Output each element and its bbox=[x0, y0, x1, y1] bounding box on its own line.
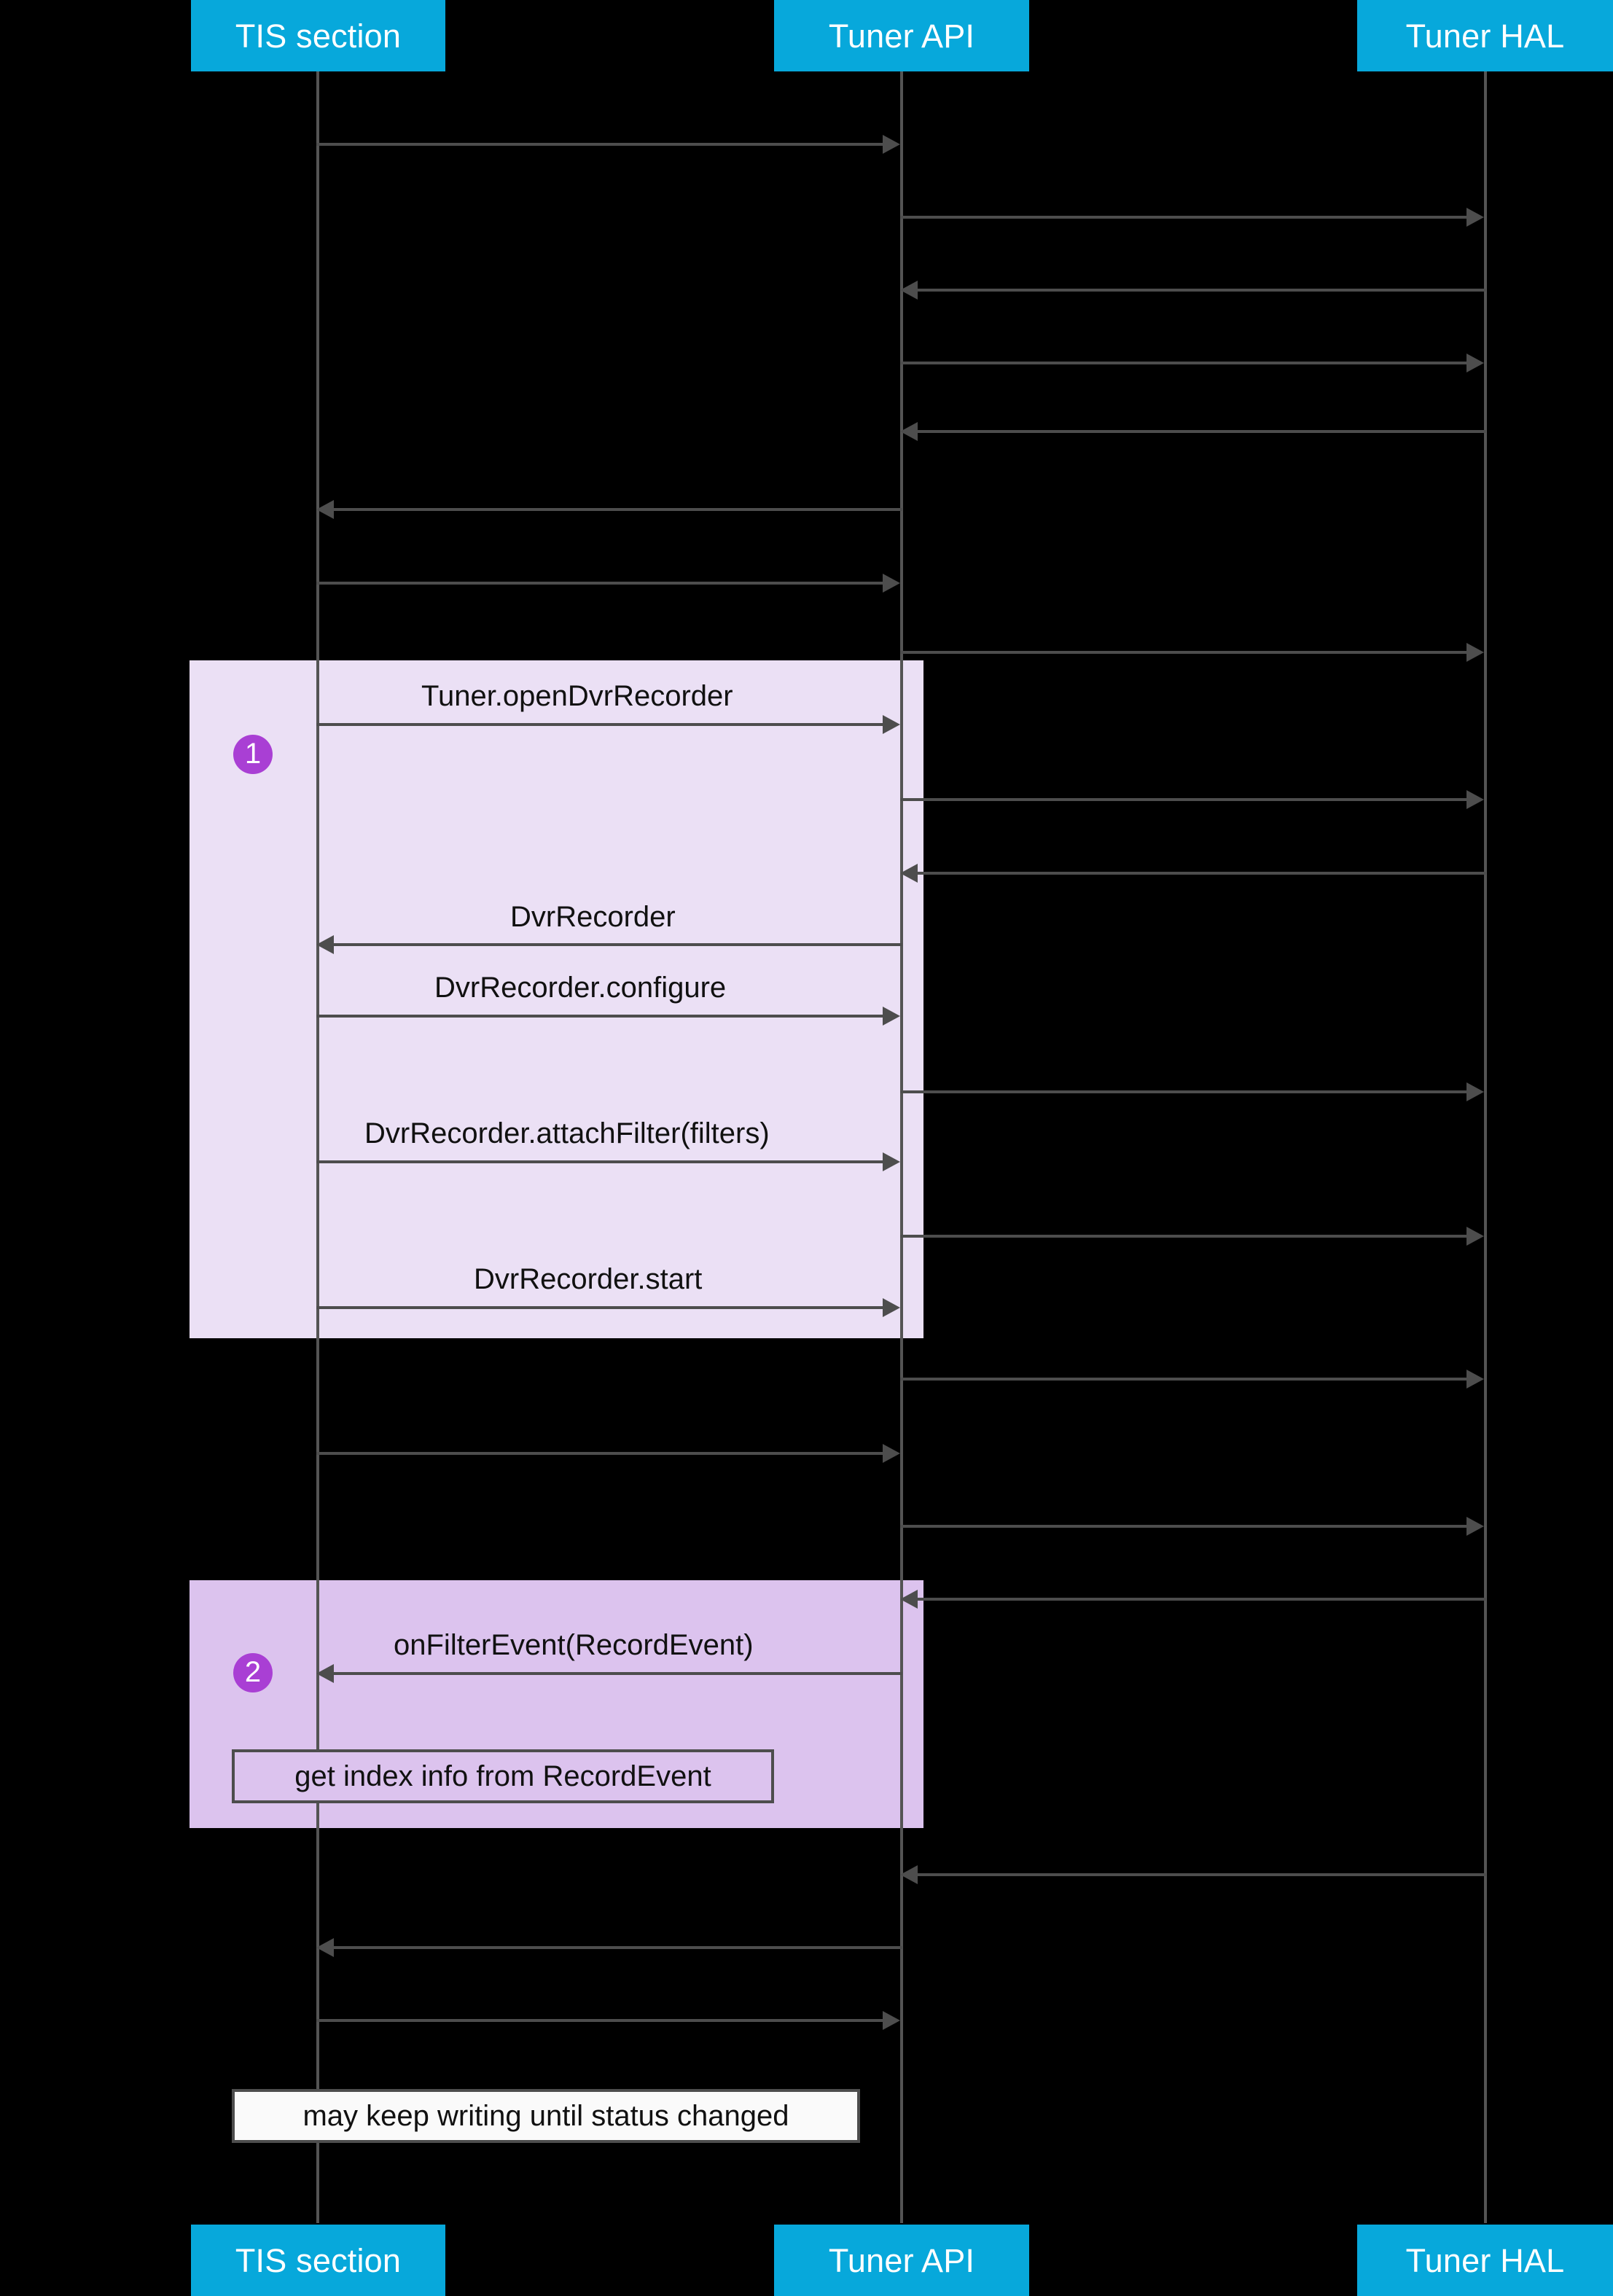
message-arrow-8 bbox=[1466, 643, 1484, 662]
message-line-7 bbox=[316, 582, 885, 585]
message-line-11 bbox=[918, 872, 1486, 875]
message-line-4 bbox=[900, 362, 1469, 364]
message-arrow-15 bbox=[883, 1152, 900, 1171]
message-arrow-22 bbox=[316, 1664, 334, 1683]
participant-header-hal-label: Tuner HAL bbox=[1405, 17, 1565, 55]
lifeline-tis-overlay-2 bbox=[316, 1580, 319, 1828]
message-arrow-9 bbox=[883, 715, 900, 734]
message-line-9 bbox=[316, 723, 885, 726]
participant-footer-tis-label: TIS section bbox=[235, 2241, 402, 2279]
participant-header-api[interactable]: Tuner API bbox=[774, 0, 1029, 71]
message-label-15: DvrRecorder.attachFilter(filters) bbox=[364, 1117, 770, 1149]
message-line-2 bbox=[900, 216, 1469, 219]
message-line-13 bbox=[316, 1015, 885, 1018]
message-line-15 bbox=[316, 1160, 885, 1163]
message-arrow-17 bbox=[883, 1298, 900, 1317]
lifeline-hal bbox=[1484, 71, 1487, 2223]
message-line-10 bbox=[900, 798, 1469, 801]
message-arrow-11 bbox=[900, 864, 918, 883]
participant-header-api-label: Tuner API bbox=[828, 17, 975, 55]
note-get-index-info-label: get index info from RecordEvent bbox=[294, 1760, 711, 1792]
participant-footer-api-label: Tuner API bbox=[828, 2241, 975, 2279]
fragment-badge-1: 1 bbox=[233, 735, 273, 774]
fragment-badge-2-label: 2 bbox=[244, 1656, 262, 1688]
message-arrow-24 bbox=[316, 1938, 334, 1957]
message-label-22: onFilterEvent(RecordEvent) bbox=[394, 1629, 754, 1661]
message-line-3 bbox=[918, 289, 1486, 292]
message-line-22 bbox=[334, 1672, 902, 1675]
message-arrow-12 bbox=[316, 935, 334, 954]
message-arrow-3 bbox=[900, 281, 918, 300]
message-arrow-5 bbox=[900, 422, 918, 441]
message-arrow-13 bbox=[883, 1007, 900, 1026]
message-line-24 bbox=[334, 1946, 902, 1949]
message-line-18 bbox=[900, 1378, 1469, 1381]
message-line-19 bbox=[316, 1452, 885, 1455]
note-keep-writing-label: may keep writing until status changed bbox=[302, 2100, 789, 2132]
lifeline-api-overlay-1 bbox=[900, 660, 903, 1338]
message-line-5 bbox=[918, 430, 1486, 433]
participant-header-hal[interactable]: Tuner HAL bbox=[1357, 0, 1613, 71]
fragment-badge-1-label: 1 bbox=[244, 738, 262, 770]
message-line-23 bbox=[918, 1873, 1486, 1876]
participant-footer-hal-label: Tuner HAL bbox=[1405, 2241, 1565, 2279]
participant-header-tis[interactable]: TIS section bbox=[191, 0, 445, 71]
message-arrow-2 bbox=[1466, 208, 1484, 227]
message-arrow-14 bbox=[1466, 1082, 1484, 1101]
message-arrow-23 bbox=[900, 1865, 918, 1884]
message-arrow-20 bbox=[1466, 1517, 1484, 1536]
note-keep-writing: may keep writing until status changed bbox=[232, 2089, 860, 2143]
message-arrow-10 bbox=[1466, 790, 1484, 809]
message-line-6 bbox=[334, 508, 902, 511]
message-line-20 bbox=[900, 1525, 1469, 1528]
message-line-8 bbox=[900, 651, 1469, 654]
message-arrow-6 bbox=[316, 500, 334, 519]
message-line-25 bbox=[316, 2019, 885, 2022]
fragment-badge-2: 2 bbox=[233, 1653, 273, 1692]
message-arrow-16 bbox=[1466, 1227, 1484, 1246]
message-line-21 bbox=[918, 1598, 1486, 1601]
message-arrow-7 bbox=[883, 574, 900, 593]
message-line-17 bbox=[316, 1306, 885, 1309]
lifeline-tis-overlay-1 bbox=[316, 660, 319, 1338]
participant-footer-tis[interactable]: TIS section bbox=[191, 2225, 445, 2296]
message-line-14 bbox=[900, 1090, 1469, 1093]
message-line-1 bbox=[316, 143, 885, 146]
message-arrow-4 bbox=[1466, 354, 1484, 372]
message-label-12: DvrRecorder bbox=[510, 901, 676, 933]
message-arrow-1 bbox=[883, 135, 900, 154]
note-get-index-info: get index info from RecordEvent bbox=[232, 1749, 774, 1803]
message-line-16 bbox=[900, 1235, 1469, 1238]
message-arrow-21 bbox=[900, 1590, 918, 1609]
participant-footer-api[interactable]: Tuner API bbox=[774, 2225, 1029, 2296]
lifeline-api-overlay-2 bbox=[900, 1580, 903, 1828]
message-arrow-25 bbox=[883, 2011, 900, 2030]
message-label-13: DvrRecorder.configure bbox=[434, 972, 727, 1004]
message-line-12 bbox=[334, 943, 902, 946]
fragment-block-1 bbox=[190, 660, 923, 1338]
message-label-9: Tuner.openDvrRecorder bbox=[421, 680, 733, 712]
message-arrow-18 bbox=[1466, 1370, 1484, 1389]
message-label-17: DvrRecorder.start bbox=[474, 1263, 703, 1295]
message-arrow-19 bbox=[883, 1444, 900, 1463]
participant-footer-hal[interactable]: Tuner HAL bbox=[1357, 2225, 1613, 2296]
participant-header-tis-label: TIS section bbox=[235, 17, 402, 55]
